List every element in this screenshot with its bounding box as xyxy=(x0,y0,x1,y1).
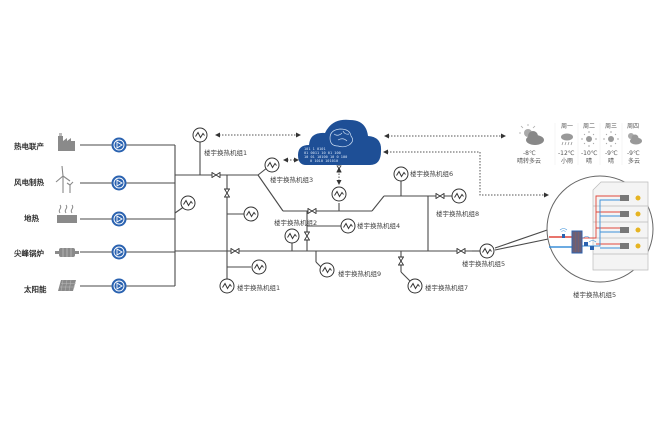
pump-icon xyxy=(111,175,127,191)
heat-exchanger-icon xyxy=(479,243,495,259)
valve-icon xyxy=(224,188,230,198)
cloudy-icon xyxy=(628,133,642,145)
unit-label: 楼宇换热机组3 xyxy=(270,175,313,184)
weather-day-1: 周一 -12℃ 小雨 xyxy=(558,123,575,165)
weather-desc: 晴 xyxy=(586,157,592,165)
unit-label: 楼宇换热机组9 xyxy=(338,269,381,278)
pump-icon xyxy=(111,211,127,227)
weather-desc: 晴 xyxy=(608,157,614,165)
heat-exchanger-icon xyxy=(284,228,300,244)
source-label: 风电制热 xyxy=(14,177,44,187)
geothermal-icon xyxy=(57,204,77,223)
heat-exchanger-icon xyxy=(393,166,409,182)
weather-day-3: 周三 -9℃ 晴 xyxy=(603,123,619,165)
pump-icon xyxy=(111,137,127,153)
unit-label: 楼宇换热机组7 xyxy=(425,283,468,292)
weather-day: 周二 xyxy=(583,123,595,130)
source-pipes xyxy=(80,144,176,287)
weather-desc: 晴转多云 xyxy=(517,157,541,165)
weather-temp: -12℃ xyxy=(558,150,575,157)
valve-icon xyxy=(307,208,317,214)
source-solar: 太阳能 xyxy=(24,279,76,294)
binary-text: 0 1010 101010 xyxy=(310,159,338,163)
sunny-icon xyxy=(581,131,597,147)
unit-label: 楼宇换热机组1 xyxy=(204,148,247,157)
light-rain-icon xyxy=(561,133,573,146)
source-label: 地热 xyxy=(24,213,39,223)
valve-icon xyxy=(456,248,466,254)
pump-icon xyxy=(111,244,127,260)
valve-icon xyxy=(211,172,221,178)
cloud-brain-icon: 101 1 0101 01 0011 10 01 100 10 01 10100… xyxy=(298,119,382,165)
solar-panel-icon xyxy=(58,279,76,292)
pump-icon xyxy=(111,278,127,294)
source-chp: 热电联产 xyxy=(14,133,75,151)
peak-boiler-icon xyxy=(55,248,79,257)
plate-heat-exchanger-icon xyxy=(571,230,583,254)
weather-day-4: 周四 -9℃ 多云 xyxy=(627,123,642,165)
data-links xyxy=(215,132,549,198)
source-wind: 风电制热 xyxy=(14,165,74,193)
wind-turbine-icon xyxy=(55,165,74,193)
source-peak-boiler: 尖峰锅炉 xyxy=(14,248,79,258)
source-label: 尖峰锅炉 xyxy=(14,248,44,258)
heat-exchanger-icon xyxy=(192,127,208,143)
heat-exchanger-icon xyxy=(407,278,423,294)
valve-icon xyxy=(435,193,445,199)
source-label: 热电联产 xyxy=(14,141,44,151)
heat-exchanger-icon xyxy=(243,206,259,222)
heat-exchanger-icon xyxy=(264,157,280,173)
weather-day-2: 周二 -10℃ 晴 xyxy=(581,123,598,165)
sensor-icons xyxy=(559,228,597,250)
weather-desc: 小雨 xyxy=(561,157,573,165)
unit-label: 楼宇换热机组8 xyxy=(436,209,479,218)
weather-today: -8℃ 晴转多云 xyxy=(517,124,544,165)
unit-label: 楼宇换热机组6 xyxy=(410,169,453,178)
weather-temp: -9℃ xyxy=(605,150,618,157)
partly-cloudy-icon xyxy=(519,124,544,145)
weather-day: 周一 xyxy=(561,123,573,130)
unit-label: 楼宇换热机组1 xyxy=(237,283,280,292)
chp-plant-icon xyxy=(58,133,75,151)
heat-exchanger-icon xyxy=(251,259,267,275)
valve-icon xyxy=(304,231,310,241)
detail-caption: 楼宇换热机组5 xyxy=(573,290,616,299)
heat-exchanger-icon xyxy=(319,262,335,278)
source-geothermal: 地热 xyxy=(24,204,77,223)
unit-label: 楼宇换热机组2 xyxy=(274,218,317,227)
weather-temp: -8℃ xyxy=(523,150,536,157)
binary-text: 01 0011 10 01 100 xyxy=(304,151,341,155)
valve-icon xyxy=(398,256,404,266)
building-detail-callout: 楼宇换热机组5 xyxy=(546,175,654,299)
source-label: 太阳能 xyxy=(24,284,47,294)
unit-label: 楼宇换热机组5 xyxy=(462,259,505,268)
heat-exchanger-icon xyxy=(180,195,196,211)
heat-exchanger-icon xyxy=(340,218,356,234)
weather-day: 周四 xyxy=(627,123,639,130)
unit-label: 楼宇换热机组4 xyxy=(357,221,400,230)
weather-temp: -9℃ xyxy=(627,150,640,157)
building-icon xyxy=(592,181,649,271)
weather-temp: -10℃ xyxy=(581,150,598,157)
heat-exchanger-icon xyxy=(219,278,235,294)
heat-exchanger-icon xyxy=(331,186,347,202)
heat-exchanger-icon xyxy=(451,188,467,204)
weather-desc: 多云 xyxy=(628,157,640,165)
binary-text: 101 1 0101 xyxy=(304,147,326,151)
weather-day: 周三 xyxy=(605,123,617,130)
sunny-icon xyxy=(603,131,619,147)
weather-forecast: -8℃ 晴转多云 周一 -12℃ 小雨 周二 xyxy=(517,123,642,165)
binary-text: 10 01 10100 10 0 100 xyxy=(304,155,347,159)
valve-icon xyxy=(230,248,240,254)
